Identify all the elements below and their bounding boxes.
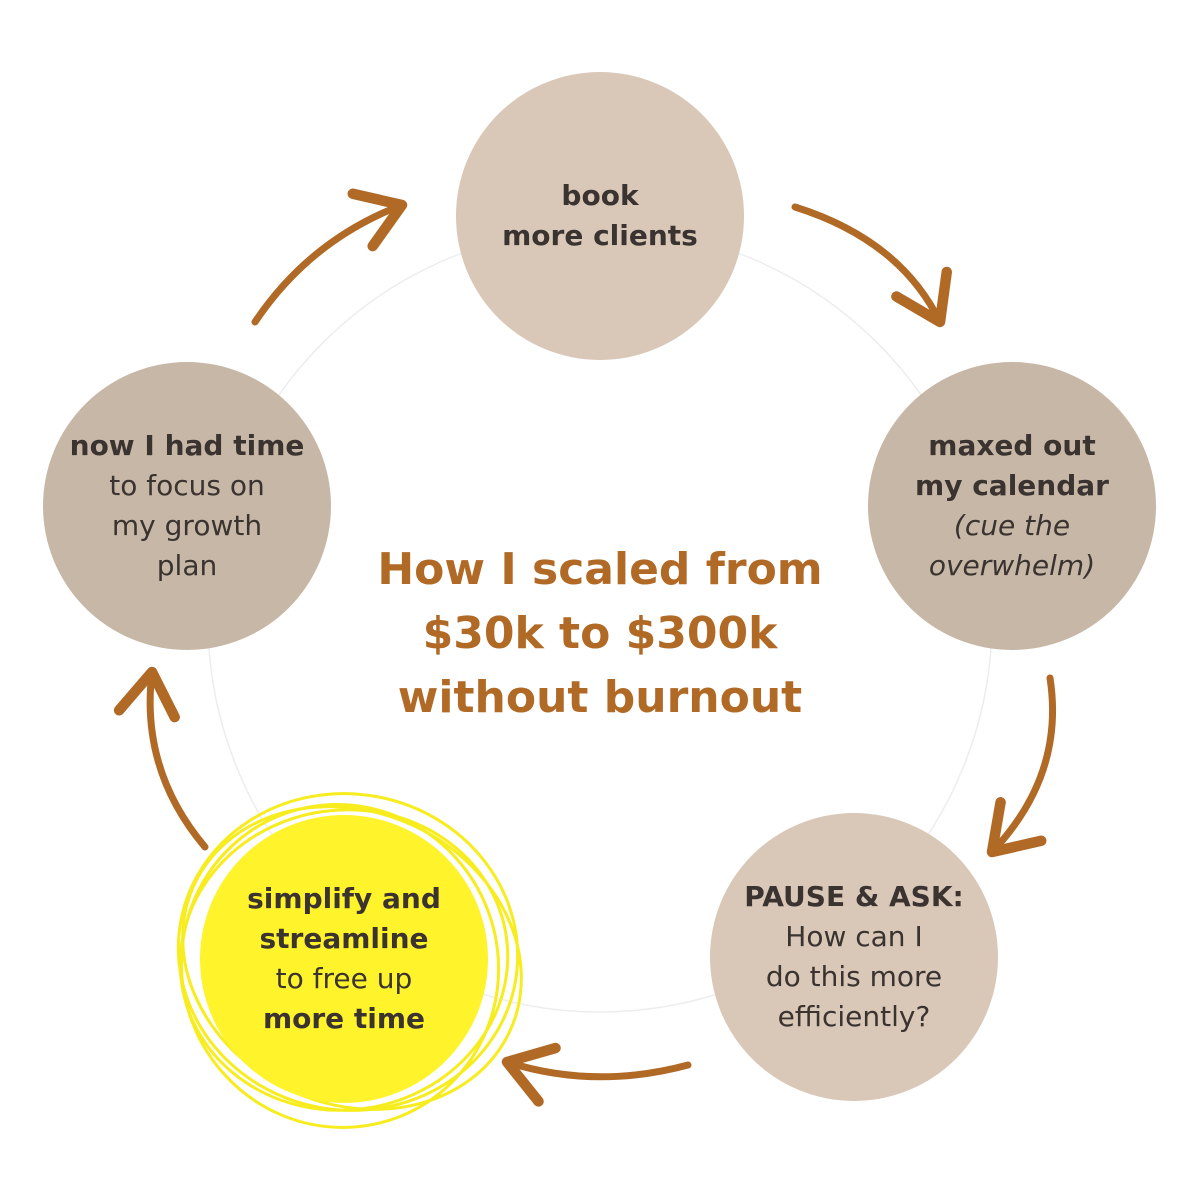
node-pause-line3: do this more: [765, 960, 943, 993]
node-pause-line4: efficiently?: [777, 1000, 931, 1033]
node-book-more-clients: book more clients: [456, 72, 744, 360]
node-time-line2: to focus on: [109, 469, 265, 502]
node-calendar-line1: maxed out: [928, 429, 1096, 462]
node-pause-and-ask: PAUSE & ASK: How can I do this more effi…: [710, 813, 998, 1101]
node-calendar-line4: overwhelm): [928, 549, 1096, 582]
node-simplify-line3: to free up: [275, 962, 413, 995]
title-line2: $30k to $300k: [422, 608, 778, 659]
diagram-title: How I scaled from $30k to $300k without …: [340, 538, 860, 730]
node-book-line1: book: [561, 179, 639, 212]
node-now-i-had-time: now I had time to focus on my growth pla…: [43, 362, 331, 650]
title-line1: How I scaled from: [377, 544, 823, 595]
node-calendar-line3: (cue the: [953, 509, 1071, 542]
node-pause-line1: PAUSE & ASK:: [744, 880, 964, 913]
node-simplify-line1: simplify and: [247, 882, 441, 915]
node-time-line1: now I had time: [69, 429, 305, 462]
title-line3: without burnout: [397, 672, 803, 723]
node-book-line2: more clients: [502, 219, 698, 252]
arrow-book-to-calendar: [791, 203, 952, 328]
arrow-time-to-book: [251, 188, 408, 326]
node-pause-line2: How can I: [785, 920, 923, 953]
node-simplify-line4: more time: [262, 1002, 426, 1035]
node-simplify-line2: streamline: [259, 922, 429, 955]
node-maxed-out-calendar: maxed out my calendar (cue the overwhelm…: [868, 362, 1156, 650]
node-simplify-streamline: simplify and streamline to free up more …: [200, 815, 488, 1103]
arrow-pause-to-simplify: [501, 1042, 692, 1107]
node-time-line3: my growth: [111, 509, 263, 542]
node-time-line4: plan: [156, 549, 218, 582]
arrow-simplify-to-time: [113, 666, 209, 851]
arrow-calendar-to-pause: [986, 674, 1056, 858]
node-calendar-line2: my calendar: [915, 469, 1109, 502]
